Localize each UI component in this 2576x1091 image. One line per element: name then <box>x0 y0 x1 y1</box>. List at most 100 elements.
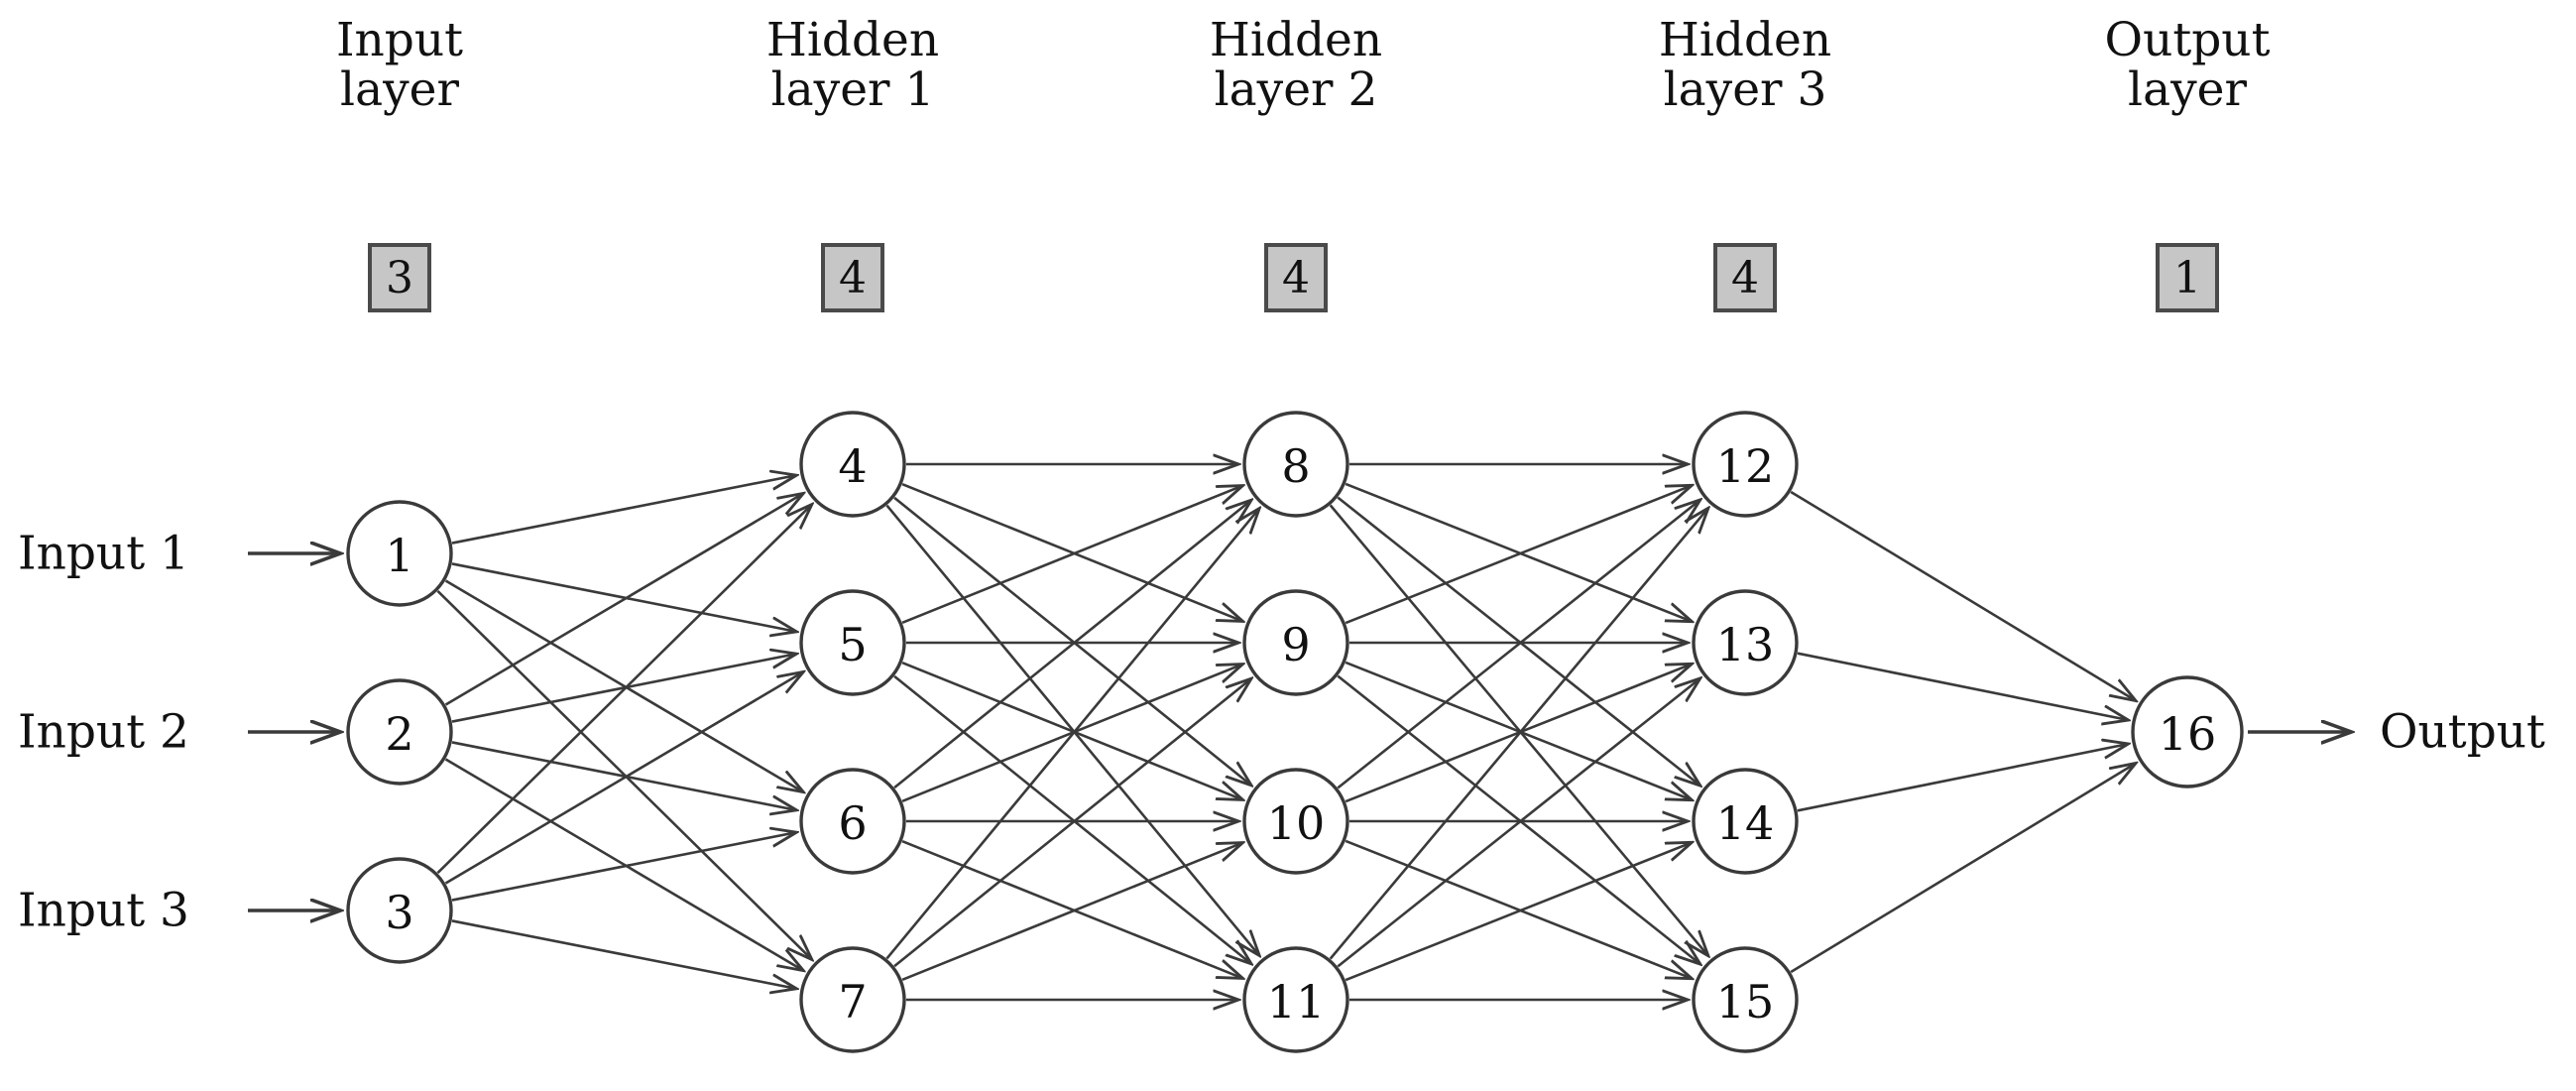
edge-3-to-4 <box>436 505 810 875</box>
node-label-13: 13 <box>1716 618 1775 671</box>
edge-8-to-14 <box>1337 496 1699 786</box>
edge-1-to-7 <box>436 589 810 959</box>
edge-3-to-5 <box>444 672 802 885</box>
edge-10-to-15 <box>1345 839 1691 978</box>
edge-1-to-4 <box>451 475 795 545</box>
edge-15-to-16 <box>1790 764 2135 974</box>
edge-7-to-10 <box>901 843 1241 982</box>
edge-1-to-6 <box>444 579 802 791</box>
edge-2-to-4 <box>444 494 802 706</box>
node-circle-1[interactable] <box>346 500 453 607</box>
node-circle-10[interactable] <box>1242 768 1349 875</box>
edge-11-to-12 <box>1329 509 1707 960</box>
edge-6-to-8 <box>893 501 1250 789</box>
node-label-11: 11 <box>1267 975 1326 1029</box>
node-8[interactable]: 8 <box>1242 411 1349 518</box>
node-circle-8[interactable] <box>1242 411 1349 518</box>
node-13[interactable]: 13 <box>1692 589 1799 696</box>
node-circle-13[interactable] <box>1692 589 1799 696</box>
edge-9-to-15 <box>1337 674 1699 964</box>
node-12[interactable]: 12 <box>1692 411 1799 518</box>
layer-header-line1: Hidden <box>765 13 940 67</box>
edge-8-to-13 <box>1345 482 1691 621</box>
layer-header-line1: Hidden <box>1658 13 1832 67</box>
edge-11-to-13 <box>1337 679 1699 968</box>
edge-group <box>436 464 2135 1000</box>
edge-5-to-11 <box>893 674 1250 963</box>
node-label-15: 15 <box>1716 975 1775 1029</box>
edge-5-to-10 <box>901 661 1241 799</box>
layer-header-line1: Hidden <box>1209 13 1383 67</box>
node-15[interactable]: 15 <box>1692 946 1799 1053</box>
node-label-9: 9 <box>1281 618 1310 671</box>
node-circle-7[interactable] <box>799 946 906 1053</box>
layer-count-box-3: 4 <box>1713 243 1777 312</box>
layer-count-box-4: 1 <box>2156 243 2219 312</box>
node-circle-12[interactable] <box>1692 411 1799 518</box>
layer-header-line2: layer 1 <box>770 62 935 117</box>
node-11[interactable]: 11 <box>1242 946 1349 1053</box>
edge-3-to-7 <box>451 919 795 988</box>
node-circle-3[interactable] <box>346 857 453 964</box>
edge-6-to-11 <box>901 839 1241 978</box>
edge-10-to-12 <box>1337 501 1699 789</box>
edge-12-to-16 <box>1790 490 2135 700</box>
node-circle-16[interactable] <box>2131 675 2244 788</box>
edge-7-to-8 <box>885 509 1258 960</box>
node-5[interactable]: 5 <box>799 589 906 696</box>
output-label: Output <box>2380 704 2545 760</box>
node-16[interactable]: 16 <box>2131 675 2244 788</box>
node-7[interactable]: 7 <box>799 946 906 1053</box>
node-circle-14[interactable] <box>1692 768 1799 875</box>
layer-count-box-2: 4 <box>1264 243 1328 312</box>
node-1[interactable]: 1 <box>346 500 453 607</box>
node-4[interactable]: 4 <box>799 411 906 518</box>
node-label-8: 8 <box>1281 439 1310 493</box>
node-circle-15[interactable] <box>1692 946 1799 1053</box>
layer-header-line2: layer <box>2128 62 2247 117</box>
node-14[interactable]: 14 <box>1692 768 1799 875</box>
io-arrow-group <box>248 553 2350 910</box>
node-label-6: 6 <box>838 796 867 850</box>
layer-header-line2: layer <box>340 62 459 117</box>
node-label-10: 10 <box>1267 796 1326 850</box>
node-9[interactable]: 9 <box>1242 589 1349 696</box>
edge-5-to-8 <box>901 486 1241 625</box>
node-6[interactable]: 6 <box>799 768 906 875</box>
edge-9-to-14 <box>1345 661 1691 799</box>
node-10[interactable]: 10 <box>1242 768 1349 875</box>
edge-14-to-16 <box>1797 744 2127 812</box>
layer-header-line1: Output <box>2104 13 2271 67</box>
layer-header-line2: layer 3 <box>1663 62 1827 117</box>
input-label-2: Input 2 <box>18 704 189 760</box>
edge-2-to-6 <box>451 741 795 809</box>
edge-2-to-7 <box>444 758 802 970</box>
node-circle-11[interactable] <box>1242 946 1349 1053</box>
node-label-1: 1 <box>385 529 413 582</box>
node-label-2: 2 <box>385 707 413 761</box>
edge-4-to-9 <box>901 482 1241 621</box>
node-label-5: 5 <box>838 618 867 671</box>
edge-2-to-5 <box>451 654 795 723</box>
layer-count-box-0: 3 <box>368 243 431 312</box>
node-circle-9[interactable] <box>1242 589 1349 696</box>
edge-9-to-12 <box>1345 486 1691 625</box>
node-circle-5[interactable] <box>799 589 906 696</box>
node-2[interactable]: 2 <box>346 678 453 786</box>
node-label-7: 7 <box>838 975 867 1029</box>
edge-13-to-16 <box>1797 652 2127 720</box>
node-label-14: 14 <box>1716 796 1775 850</box>
node-label-3: 3 <box>385 886 413 939</box>
node-circle-4[interactable] <box>799 411 906 518</box>
node-3[interactable]: 3 <box>346 857 453 964</box>
node-circle-2[interactable] <box>346 678 453 786</box>
node-circle-6[interactable] <box>799 768 906 875</box>
layer-header-line2: layer 2 <box>1214 62 1378 117</box>
